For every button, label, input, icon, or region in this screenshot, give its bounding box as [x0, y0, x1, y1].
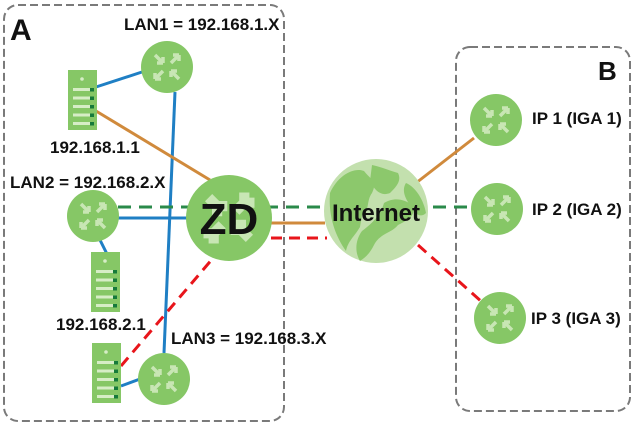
server-1[interactable] [68, 70, 97, 130]
lan1-label: LAN1 = 192.168.1.X [124, 15, 280, 34]
ip1-label: IP 1 (IGA 1) [532, 109, 622, 128]
link-lan1-lan3 [162, 91, 177, 354]
ip2-label: IP 2 (IGA 2) [532, 200, 622, 219]
internet-label: Internet [332, 200, 420, 227]
link-server1-lan1 [95, 70, 143, 89]
router-lan3[interactable] [138, 353, 190, 405]
link-lan2-server2 [98, 239, 109, 255]
lan2-label: LAN2 = 192.168.2.X [10, 173, 166, 192]
link-server3-lan3 [120, 377, 141, 388]
zd-label: ZD [200, 195, 259, 244]
internet-globe[interactable]: Internet [324, 159, 428, 263]
link-server3-zd-dashed [119, 256, 216, 367]
router-ip1[interactable] [470, 94, 522, 146]
router-lan2[interactable] [67, 190, 119, 242]
zone-a-box [3, 4, 285, 422]
router-ip2[interactable] [471, 183, 523, 235]
server2-label: 192.168.2.1 [56, 315, 146, 334]
zone-b-box [455, 46, 631, 412]
ip3-label: IP 3 (IGA 3) [531, 309, 621, 328]
zd-controller[interactable]: ZD [186, 175, 272, 261]
lan3-label: LAN3 = 192.168.3.X [171, 329, 327, 348]
link-internet-ip1 [415, 136, 475, 185]
zone-a-label: A [10, 14, 32, 47]
server-2[interactable] [91, 252, 120, 312]
server1-label: 192.168.1.1 [50, 138, 140, 157]
zone-b-label: B [598, 56, 617, 86]
link-server1-zd [95, 109, 211, 182]
link-internet-ip3-dashed [417, 243, 483, 304]
globe-continents-icon [329, 165, 426, 261]
router-lan1[interactable] [141, 41, 193, 93]
router-ip3[interactable] [474, 292, 526, 344]
server-3[interactable] [92, 343, 121, 403]
